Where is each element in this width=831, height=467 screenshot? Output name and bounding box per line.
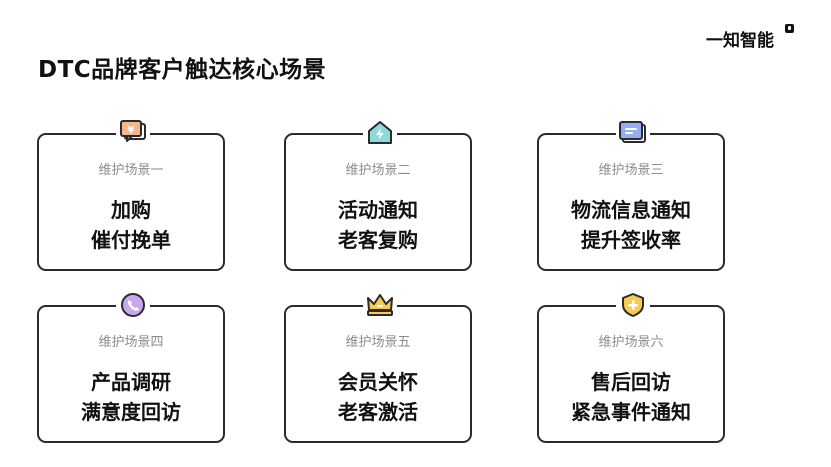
scenario-card-3: 维护场景三 物流信息通知 提升签收率: [537, 119, 725, 271]
scenario-label: 维护场景五: [345, 335, 411, 350]
scenario-line-2: 催付挽单: [91, 228, 171, 252]
scenario-line-1: 会员关怀: [338, 370, 418, 394]
scenario-card-5: 维护场景五 会员关怀 老客激活: [284, 291, 472, 443]
lightning-house-icon: [363, 119, 397, 147]
scenario-line-1: 活动通知: [338, 198, 418, 222]
crown-icon: [363, 291, 397, 319]
scenario-text: 加购 催付挽单: [39, 195, 223, 255]
scenario-line-2: 老客复购: [338, 228, 418, 252]
scenario-text: 产品调研 满意度回访: [39, 367, 223, 427]
scenario-line-1: 售后回访: [591, 370, 671, 394]
scenario-line-1: 物流信息通知: [571, 198, 691, 222]
svg-text:¥: ¥: [128, 125, 135, 136]
scenario-line-1: 加购: [111, 198, 151, 222]
scenario-label: 维护场景一: [98, 163, 164, 178]
scenario-text: 物流信息通知 提升签收率: [539, 195, 723, 255]
brand-logo: 一知智能: [706, 31, 774, 51]
scenario-line-2: 满意度回访: [81, 400, 181, 424]
scenario-line-2: 老客激活: [338, 400, 418, 424]
scenario-text: 售后回访 紧急事件通知: [539, 367, 723, 427]
yen-chat-icon: ¥: [116, 119, 150, 147]
scenario-label: 维护场景六: [598, 335, 664, 350]
scenario-card-1: ¥ 维护场景一 加购 催付挽单: [37, 119, 225, 271]
scenario-label: 维护场景三: [598, 163, 664, 178]
scenario-line-2: 紧急事件通知: [571, 400, 691, 424]
scenario-label: 维护场景四: [98, 335, 164, 350]
scenario-label: 维护场景二: [345, 163, 411, 178]
scenario-text: 活动通知 老客复购: [286, 195, 470, 255]
scenario-card-2: 维护场景二 活动通知 老客复购: [284, 119, 472, 271]
scenario-text: 会员关怀 老客激活: [286, 367, 470, 427]
phone-call-icon: [116, 291, 150, 319]
scenario-line-2: 提升签收率: [581, 228, 681, 252]
message-card-icon: [616, 119, 650, 147]
scenario-line-1: 产品调研: [91, 370, 171, 394]
scenario-card-6: 维护场景六 售后回访 紧急事件通知: [537, 291, 725, 443]
logo-mark-icon: [785, 24, 794, 33]
shield-plus-icon: [616, 291, 650, 319]
scenario-card-4: 维护场景四 产品调研 满意度回访: [37, 291, 225, 443]
page-title: DTC品牌客户触达核心场景: [38, 57, 327, 83]
